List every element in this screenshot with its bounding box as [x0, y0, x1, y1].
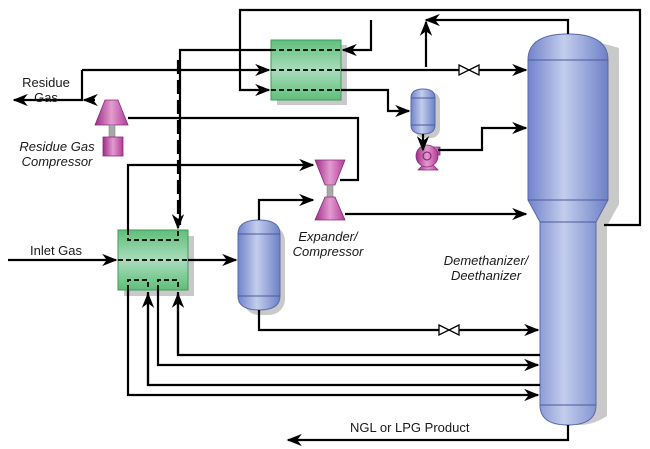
expander-compressor-label-line2: Compressor: [292, 244, 364, 259]
residue-gas-label-line1: Residue: [22, 75, 70, 90]
separator-liquid-valve[interactable]: [438, 323, 460, 337]
residue-gas-label: Residue Gas: [18, 75, 74, 105]
lower-hx-to-compressor-line: [126, 158, 315, 230]
expander-compressor: [314, 159, 346, 221]
side-return-1: [156, 290, 540, 372]
cold-separator: [237, 219, 285, 315]
residue-gas-out-line: [12, 70, 84, 107]
expander-compressor-label-line1: Expander/: [298, 229, 358, 244]
demethanizer-column: [527, 33, 619, 426]
demethanizer-label-line2: Deethanizer: [450, 268, 522, 283]
column-side-outer-loop: [238, 8, 642, 227]
side-draw-2: [146, 292, 540, 387]
expander-compressor-label: Expander/ Compressor: [288, 229, 368, 259]
residue-gas-label-line2: Gas: [34, 90, 58, 105]
reflux-drum-feed-line: [341, 88, 411, 118]
upper-hx-bottom-in-line: [238, 50, 271, 97]
residue-gas-compressor-label-line2: Compressor: [21, 154, 93, 169]
gas-gas-exchanger: [270, 39, 347, 105]
piping: [8, 8, 642, 447]
column-overhead-line: [424, 13, 570, 34]
upper-hx-to-lower-hx-line: [178, 48, 271, 225]
residue-gas-compressor-label: Residue Gas Compressor: [14, 139, 100, 169]
expander-compressor-to-residue-line: [128, 116, 360, 182]
ngl-product-line: [286, 425, 570, 447]
top-feed-valve[interactable]: [458, 63, 480, 77]
demethanizer-label: Demethanizer/ Deethanizer: [438, 253, 534, 283]
ngl-product-label: NGL or LPG Product: [350, 420, 470, 435]
residue-gas-compressor: [94, 99, 129, 157]
side-draw-1: [176, 292, 540, 357]
reflux-pump: [415, 144, 441, 171]
residue-gas-compressor-label-line1: Residue Gas: [19, 139, 95, 154]
residue-to-upper-hx-line: [341, 20, 373, 57]
side-return-2: [126, 290, 540, 402]
reflux-to-column-line: [438, 121, 528, 152]
demethanizer-label-line1: Demethanizer/: [443, 253, 529, 268]
separator-vapor-line: [257, 193, 315, 220]
reflux-drum: [410, 88, 440, 138]
cold-box-exchanger: [117, 229, 194, 296]
inlet-gas-label: Inlet Gas: [30, 243, 83, 258]
separator-liquid-line-a: [257, 310, 439, 332]
